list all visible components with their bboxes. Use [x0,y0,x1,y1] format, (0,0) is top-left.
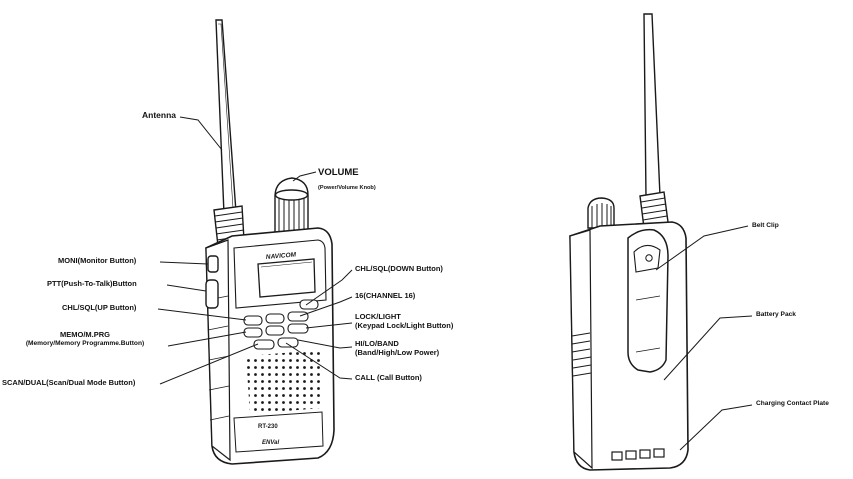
label-chl-down: CHL/SQL(DOWN Button) [355,264,443,273]
ptt-side-button [205,279,219,309]
label-scan: SCAN/DUAL(Scan/Dual Mode Button) [2,378,136,387]
label-lock: LOCK/LIGHT (Keypad Lock/Light Button) [355,312,454,330]
label-lock-sub: (Keypad Lock/Light Button) [355,320,454,330]
label-moni: MONI(Monitor Button) [58,256,137,265]
label-battery-pack: Battery Pack [756,311,796,318]
label-ch16: 16(CHANNEL 16) [355,291,416,300]
label-memo: MEMO/M.PRG (Memory/Memory Programme.Butt… [2,330,168,347]
label-hilo-sub: (Band/High/Low Power) [355,347,440,357]
label-memo-title: MEMO/M.PRG [60,330,110,339]
front-model-text: RT-230 [258,424,278,430]
back-antenna [643,13,661,199]
label-volume: VOLUME [318,167,359,178]
label-antenna: Antenna [142,110,176,120]
front-logo-text: ENVal [262,440,279,446]
front-brand-text: NAVICOM [266,251,297,261]
front-antenna [215,19,237,215]
front-radio: NAVICOM RT-230 ENVal [205,19,335,465]
moni-side-button [207,255,219,273]
label-call: CALL (Call Button) [355,373,422,382]
leader-lines [157,116,753,451]
label-hilo: HI/LO/BAND (Band/High/Low Power) [355,339,440,357]
front-lcd [257,258,316,298]
front-speaker-grill [246,350,322,414]
label-charging: Charging Contact Plate [756,400,829,407]
back-radio [569,13,689,471]
label-ptt: PTT(Push-To-Talk)Button [47,279,137,288]
label-memo-sub: (Memory/Memory Programme.Button) [25,339,145,347]
front-keypad [243,299,319,350]
label-lock-title: LOCK/LIGHT [355,312,401,321]
label-belt-clip: Belt Clip [752,222,779,229]
front-volume-knob [274,177,309,235]
label-volume-sub: (Power/Volume Knob) [318,185,376,191]
charging-contacts [611,448,665,461]
label-hilo-title: HI/LO/BAND [355,339,399,348]
label-chl-up: CHL/SQL(UP Button) [62,303,137,312]
